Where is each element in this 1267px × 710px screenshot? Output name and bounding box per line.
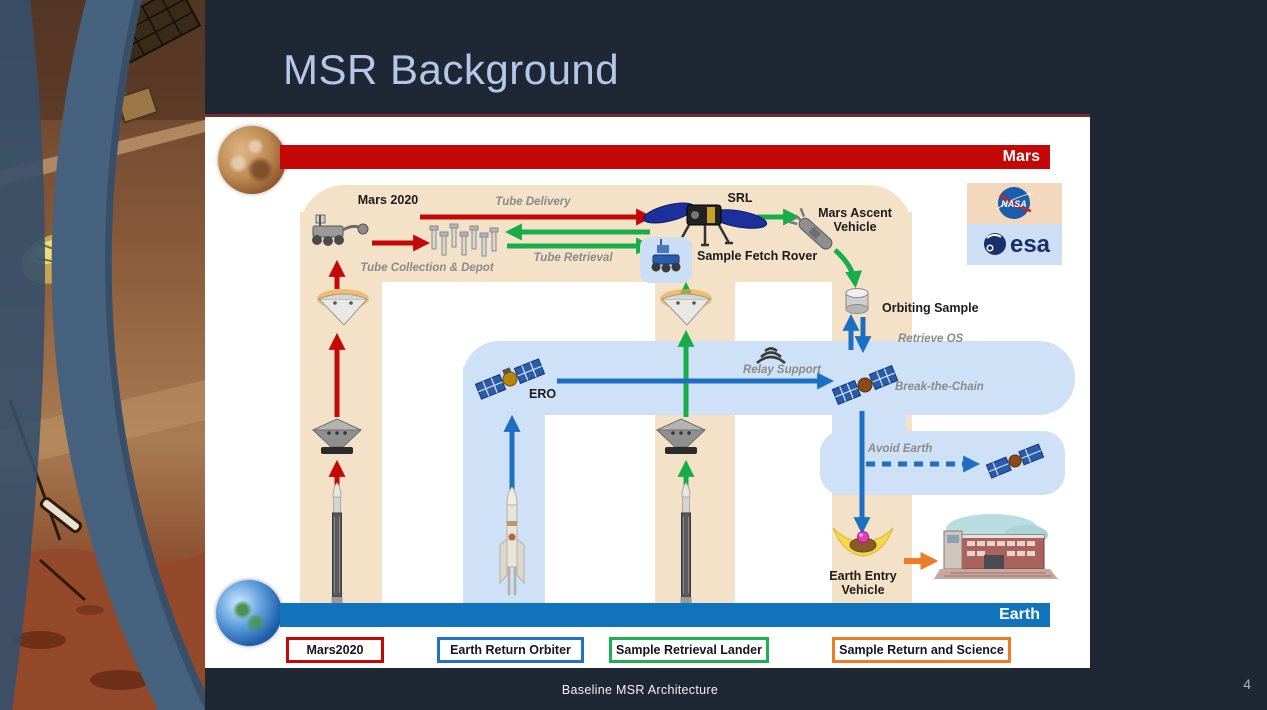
avoid-earth-label: Avoid Earth <box>867 443 933 455</box>
eev-label-line1: Earth Entry <box>829 569 897 583</box>
earth-entry-vehicle-icon <box>832 527 894 557</box>
esa-logo-text: esa <box>1010 231 1051 258</box>
mars-ascent-vehicle-label: Mars Ascent Vehicle <box>818 206 892 234</box>
mars2020-label: Mars 2020 <box>357 193 419 207</box>
sample-fetch-rover-label: Sample Fetch Rover <box>697 249 818 263</box>
break-the-chain-satellite-icon <box>831 364 899 406</box>
sample-tube-depot-icon <box>429 223 499 257</box>
legend-mars2020: Mars2020 <box>286 637 384 663</box>
cruise-stage-icon-left <box>311 418 363 454</box>
tube-retrieval-label: Tube Retrieval <box>533 252 613 264</box>
agency-logos: NASA esa <box>967 183 1062 265</box>
earth-bar-label: Earth <box>999 606 1040 623</box>
orbiting-sample-icon <box>845 288 869 314</box>
srl-arrows <box>504 208 863 501</box>
esa-logo: esa <box>967 224 1062 265</box>
flow-graphics <box>300 185 1075 603</box>
earth-bar: Earth <box>280 603 1050 627</box>
srl-lander-icon <box>643 202 768 247</box>
ero-arrows <box>503 313 981 535</box>
slide-caption: Baseline MSR Architecture <box>561 683 719 697</box>
tube-delivery-label: Tube Delivery <box>495 196 571 208</box>
mars-bar: Mars <box>280 145 1050 169</box>
mars-artwork <box>0 0 205 710</box>
relay-support-label: Relay Support <box>743 364 821 376</box>
nasa-logo: NASA <box>967 183 1062 224</box>
atlas-rocket-icon-left <box>331 482 343 603</box>
atlas-rocket-icon-right <box>680 482 692 603</box>
science-facility-icon <box>934 514 1058 579</box>
eev-label-line2: Vehicle <box>841 583 885 597</box>
mars2020-rover-icon <box>312 214 369 246</box>
earth-entry-vehicle-label: Earth Entry Vehicle <box>829 569 896 597</box>
mav-label-line1: Mars Ascent <box>818 206 892 220</box>
legend-sample-return-and-science: Sample Return and Science <box>832 637 1011 663</box>
cruise-stage-icon-mid <box>655 418 707 454</box>
orbiting-sample-label: Orbiting Sample <box>882 301 979 315</box>
mav-label-line2: Vehicle <box>833 220 877 234</box>
mars-globe <box>218 126 286 194</box>
nasa-logo-text: NASA <box>1001 199 1027 209</box>
retrieve-os-label: Retrieve OS <box>898 333 964 345</box>
avoid-earth-satellite-icon <box>985 443 1045 479</box>
tube-collection-label: Tube Collection & Depot <box>360 262 494 274</box>
legend-earth-return-orbiter: Earth Return Orbiter <box>437 637 584 663</box>
entry-capsule-icon-left <box>317 289 369 326</box>
legend-sample-retrieval-lander: Sample Retrieval Lander <box>609 637 769 663</box>
orbit-path-band <box>463 341 1075 603</box>
ero-satellite-icon <box>474 358 546 400</box>
sample-fetch-rover-icon <box>640 237 692 283</box>
entry-capsule-icon-mid <box>660 289 712 326</box>
page-number: 4 <box>1243 676 1251 692</box>
mars-ascent-vehicle-icon <box>788 207 833 250</box>
page-title: MSR Background <box>283 46 620 93</box>
mars-bar-label: Mars <box>1002 148 1040 165</box>
srl-label: SRL <box>727 191 753 205</box>
ero-label: ERO <box>529 387 557 401</box>
break-the-chain-label: Break-the-Chain <box>895 381 984 393</box>
earth-globe <box>216 580 282 646</box>
relay-signal-icon <box>756 347 786 365</box>
ariane-rocket-icon <box>499 486 525 595</box>
msr-architecture-diagram: Mars Earth NASA esa <box>205 114 1090 668</box>
